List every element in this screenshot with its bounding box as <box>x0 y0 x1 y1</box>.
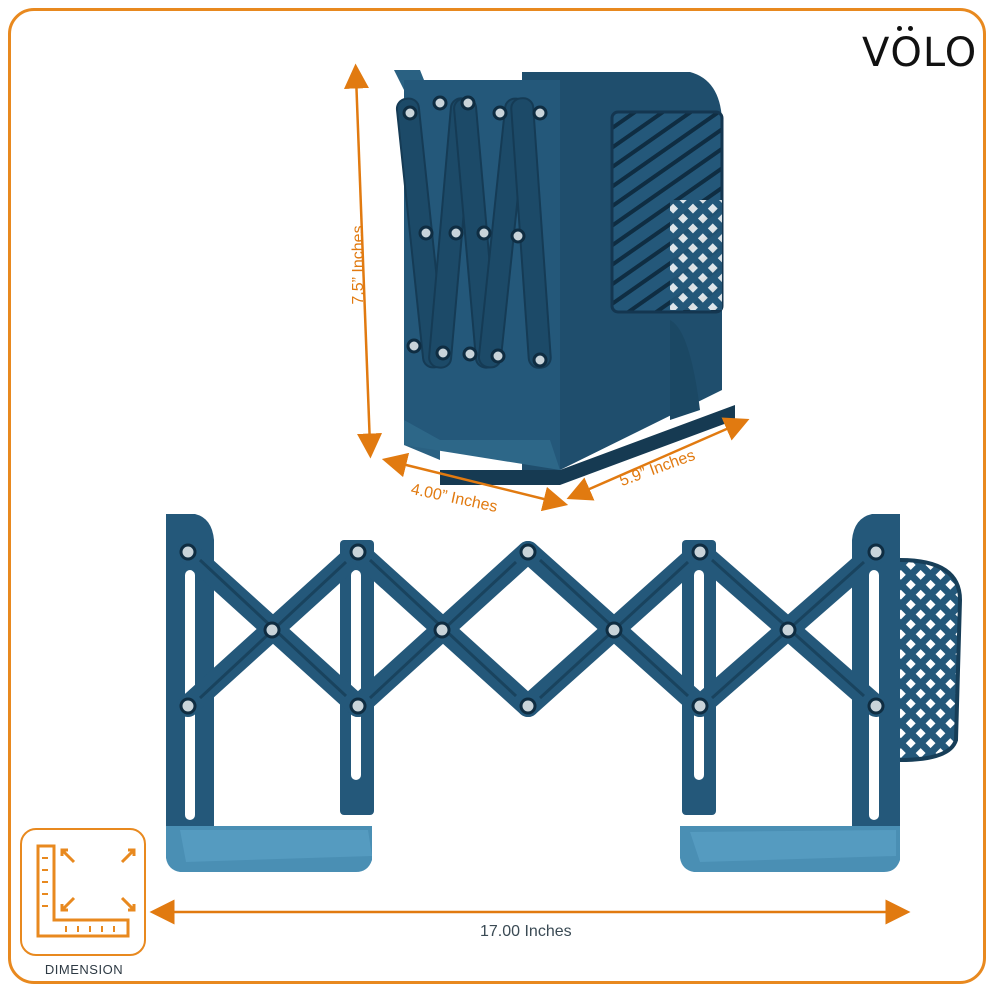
rivets <box>402 95 548 368</box>
card-frame <box>8 8 986 984</box>
height-label: 7.5” Inches <box>350 225 367 305</box>
brand-logo: VOLO <box>862 26 978 76</box>
dimension-badge-label: DIMENSION <box>44 962 124 977</box>
dimension-badge <box>20 828 146 956</box>
collapsed-bookend <box>394 70 735 485</box>
extended-length-label: 17.00 Inches <box>480 923 572 940</box>
extended-bookend <box>166 514 963 872</box>
dimension-arrows <box>149 63 911 925</box>
dimension-corner-icon <box>36 844 136 938</box>
